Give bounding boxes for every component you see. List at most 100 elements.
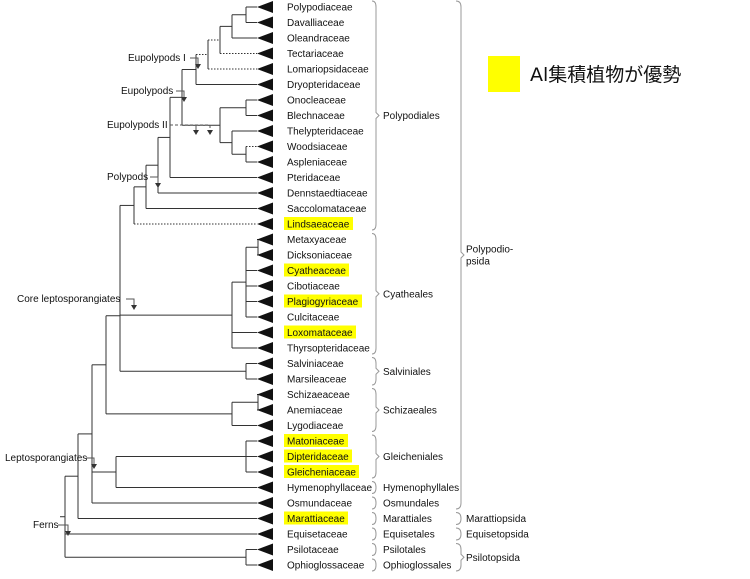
tip-thyrsopteridaceae bbox=[257, 342, 273, 354]
tip-gleicheniaceae bbox=[257, 466, 273, 478]
class-label-equisetopsida: Equisetopsida bbox=[466, 530, 529, 541]
tip-aspleniaceae bbox=[257, 156, 273, 168]
clade-leader-eupolypods-ii bbox=[170, 124, 211, 132]
order-bracket-equisetales bbox=[371, 527, 377, 541]
class-label-psilotopsida: Psilotopsida bbox=[466, 553, 520, 564]
taxon-marattiaceae: Marattiaceae bbox=[287, 514, 345, 525]
order-label-cyatheales: Cyatheales bbox=[383, 289, 433, 300]
order-label-ophioglossales: Ophioglossales bbox=[383, 561, 451, 572]
tip-blechnaceae bbox=[257, 109, 273, 122]
tip-anemiaceae bbox=[257, 404, 273, 416]
tip-davalliaceae bbox=[257, 16, 273, 29]
tip-cyatheaceae bbox=[257, 264, 273, 277]
taxon-matoniaceae: Matoniaceae bbox=[287, 437, 345, 448]
order-label-marattiales: Marattiales bbox=[383, 514, 432, 525]
highlight-lindsaeaceae bbox=[284, 217, 353, 230]
order-bracket-gleicheniales bbox=[371, 434, 380, 479]
order-bracket-marattiales bbox=[371, 512, 377, 525]
taxon-schizaeaceae: Schizaeaceae bbox=[287, 390, 350, 401]
legend-swatch bbox=[488, 56, 520, 92]
taxon-equisetaceae: Equisetaceae bbox=[287, 530, 348, 541]
clade-label-leptosporangiates: Leptosporangiates bbox=[5, 453, 87, 464]
clade-label-polypods: Polypods bbox=[107, 172, 148, 183]
clade-arrowhead-core-leptosporangiates bbox=[131, 305, 137, 310]
taxon-oleandraceae: Oleandraceae bbox=[287, 34, 350, 45]
taxon-marsileaceae: Marsileaceae bbox=[287, 375, 347, 386]
tip-equisetaceae bbox=[257, 528, 273, 540]
tip-ophioglossaceae bbox=[257, 559, 273, 571]
order-bracket-osmundales bbox=[371, 496, 377, 510]
taxon-davalliaceae: Davalliaceae bbox=[287, 18, 345, 29]
taxon-lindsaeaceae: Lindsaeaceae bbox=[287, 220, 350, 231]
clade-leader-ferns bbox=[58, 524, 69, 533]
tip-dipteridaceae bbox=[257, 450, 273, 463]
highlight-gleicheniaceae bbox=[284, 465, 359, 478]
tip-dryopteridaceae bbox=[257, 78, 273, 91]
order-label-osmundales: Osmundales bbox=[383, 499, 439, 510]
clade-label-eupolypods: Eupolypods bbox=[121, 86, 173, 97]
class-bracket-marattiopsida bbox=[455, 512, 462, 525]
tip-plagiogyriaceae bbox=[257, 295, 273, 308]
tip-salviniaceae bbox=[257, 357, 273, 370]
taxon-ophioglossaceae: Ophioglossaceae bbox=[287, 561, 365, 572]
order-label-hymenophyllales: Hymenophyllales bbox=[383, 483, 459, 494]
clade-arrows bbox=[58, 57, 213, 536]
taxon-dicksoniaceae: Dicksoniaceae bbox=[287, 251, 352, 262]
legend-label: Al集積植物が優勢 bbox=[530, 64, 682, 86]
taxon-pteridaceae: Pteridaceae bbox=[287, 173, 341, 184]
order-label-gleicheniales: Gleicheniales bbox=[383, 452, 443, 463]
taxon-salviniaceae: Salviniaceae bbox=[287, 359, 344, 370]
highlight-marattiaceae bbox=[284, 511, 348, 525]
tip-tectariaceae bbox=[257, 47, 273, 60]
taxon-tectariaceae: Tectariaceae bbox=[287, 49, 344, 60]
order-bracket-salviniales bbox=[371, 357, 380, 386]
tip-matoniaceae bbox=[257, 435, 273, 447]
clade-leader-core-leptosporangiates bbox=[126, 298, 135, 307]
clade-arrowhead-eupolypods-ii bbox=[207, 130, 213, 135]
order-label-polypodiales: Polypodiales bbox=[383, 111, 440, 122]
tip-metaxyaceae bbox=[257, 233, 273, 246]
taxon-labels: PolypodiaceaeDavalliaceaeOleandraceaeTec… bbox=[287, 3, 372, 572]
highlight-matoniaceae bbox=[284, 434, 348, 447]
taxon-dipteridaceae: Dipteridaceae bbox=[287, 452, 349, 463]
order-bracket-polypodiales bbox=[371, 0, 380, 231]
taxon-blechnaceae: Blechnaceae bbox=[287, 111, 345, 122]
clade-label-eupolypods-i: Eupolypods I bbox=[128, 53, 186, 64]
tip-marattiaceae bbox=[257, 512, 273, 525]
tree-branches bbox=[60, 6, 259, 566]
clade-leader-eupolypods bbox=[176, 90, 185, 99]
taxon-aspleniaceae: Aspleniaceae bbox=[287, 158, 347, 169]
tip-lomariopsidaceae bbox=[257, 63, 273, 75]
tip-hymenophyllaceae bbox=[257, 481, 273, 494]
class-bracket-psilotopsida bbox=[455, 543, 465, 572]
taxon-dryopteridaceae: Dryopteridaceae bbox=[287, 80, 361, 91]
clade-arrowhead-eupolypods bbox=[181, 97, 187, 102]
taxon-lygodiaceae: Lygodiaceae bbox=[287, 421, 344, 432]
tip-saccolomataceae bbox=[257, 202, 273, 215]
tip-dennstaedtiaceae bbox=[257, 187, 273, 199]
taxon-plagiogyriaceae: Plagiogyriaceae bbox=[287, 297, 359, 308]
taxon-thelypteridaceae: Thelypteridaceae bbox=[287, 127, 364, 138]
tip-oleandraceae bbox=[257, 32, 273, 44]
tip-polypodiaceae bbox=[257, 1, 273, 13]
taxon-polypodiaceae: Polypodiaceae bbox=[287, 3, 353, 14]
taxon-woodsiaceae: Woodsiaceae bbox=[287, 142, 348, 153]
order-bracket-ophioglossales bbox=[371, 558, 377, 572]
highlight-plagiogyriaceae bbox=[284, 294, 362, 308]
taxon-thyrsopteridaceae: Thyrsopteridaceae bbox=[287, 344, 370, 355]
taxon-psilotaceae: Psilotaceae bbox=[287, 545, 339, 556]
clade-arrowhead-leptosporangiates bbox=[91, 464, 97, 469]
order-bracket-hymenophyllales bbox=[371, 481, 377, 494]
taxon-lomariopsidaceae: Lomariopsidaceae bbox=[287, 65, 369, 76]
clade-leader-leptosporangiates bbox=[86, 457, 95, 466]
tip-dicksoniaceae bbox=[257, 249, 273, 261]
order-bracket-cyatheales bbox=[371, 233, 380, 355]
taxon-metaxyaceae: Metaxyaceae bbox=[287, 235, 347, 246]
order-label-psilotales: Psilotales bbox=[383, 545, 426, 556]
taxon-osmundaceae: Osmundaceae bbox=[287, 499, 352, 510]
taxon-cyatheaceae: Cyatheaceae bbox=[287, 266, 346, 277]
class-bracket-equisetopsida bbox=[455, 527, 462, 541]
tip-marsileaceae bbox=[257, 373, 273, 385]
clade-leader-polypods bbox=[150, 176, 159, 185]
